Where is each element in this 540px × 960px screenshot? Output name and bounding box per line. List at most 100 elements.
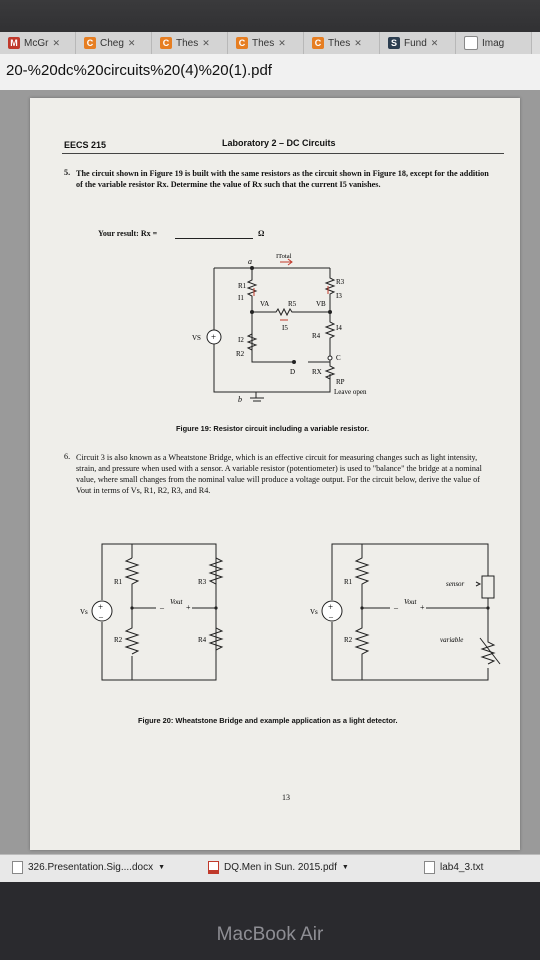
download-filename: lab4_3.txt <box>440 862 484 873</box>
r4-label: R4 <box>312 332 321 340</box>
vb-label: VB <box>316 300 326 308</box>
question-6-text: Circuit 3 is also known as a Wheatstone … <box>76 453 482 495</box>
download-filename: DQ.Men in Sun. 2015.pdf <box>224 862 337 873</box>
vout-plus: + <box>186 603 191 612</box>
r1-r2-zigzag <box>354 544 370 680</box>
vout-minus: – <box>159 603 165 612</box>
r5-label: R5 <box>288 300 297 308</box>
figure-19-caption: Figure 19: Resistor circuit including a … <box>176 424 370 433</box>
r1-label: R1 <box>114 578 123 586</box>
vout-plus: + <box>420 603 425 612</box>
figure-20-wheatstone-bridge: + – R1 R2 R3 R4 – Vout + Vs <box>80 543 224 681</box>
leave-open-label: Leave open <box>334 388 367 396</box>
i2-label: I2 <box>238 336 244 344</box>
right-bridge-top-wire <box>331 543 489 600</box>
svg-text:–: – <box>328 612 334 621</box>
download-item[interactable]: 326.Presentation.Sig....docx ▼ <box>12 861 165 874</box>
document-icon <box>12 861 23 874</box>
figure-20-light-detector: + – R1 R2 sensor variable – Vout + Vs <box>310 543 501 681</box>
result-label: Your result: Rx = <box>98 229 158 238</box>
download-item[interactable]: DQ.Men in Sun. 2015.pdf ▼ <box>208 861 349 874</box>
document-favicon-icon <box>464 36 478 50</box>
r2-zigzag <box>246 333 258 351</box>
rx-rp-path <box>324 362 336 390</box>
tab-label: Thes <box>176 37 199 49</box>
download-item[interactable]: lab4_3.txt <box>424 861 483 874</box>
figure-20-caption: Figure 20: Wheatstone Bridge and example… <box>138 716 398 725</box>
voltage-source-icon <box>91 600 113 622</box>
url-text[interactable]: 20-%20dc%20circuits%20(4)%20(1).pdf <box>6 62 272 79</box>
r4-label: R4 <box>198 636 207 644</box>
chevron-down-icon[interactable]: ▼ <box>341 864 349 871</box>
chegg-favicon-icon: C <box>236 37 248 49</box>
chegg-favicon-icon: C <box>84 37 96 49</box>
left-bridge-outer-wire <box>101 543 217 681</box>
course-code: EECS 215 <box>64 140 107 150</box>
download-filename: 326.Presentation.Sig....docx <box>28 862 154 873</box>
vs-label: Vs <box>80 608 88 616</box>
voltage-source-icon <box>206 329 222 345</box>
chegg-favicon-icon: C <box>312 37 324 49</box>
close-icon[interactable]: ✕ <box>278 37 286 48</box>
d-label: D <box>290 368 295 376</box>
svg-text:+: + <box>98 602 103 612</box>
variable-label: variable <box>440 636 463 644</box>
tab-label: Cheg <box>100 37 124 49</box>
r3-r4-zigzag <box>208 557 224 680</box>
tab-label: Thes <box>252 37 275 49</box>
close-icon[interactable]: ✕ <box>52 37 60 48</box>
s-favicon-icon: S <box>388 37 400 49</box>
address-bar[interactable]: 20-%20dc%20circuits%20(4)%20(1).pdf <box>0 54 540 91</box>
close-icon[interactable]: ✕ <box>354 37 362 48</box>
vout-label: Vout <box>170 598 184 606</box>
r1-r2-branch <box>246 268 294 363</box>
r1-label: R1 <box>344 578 353 586</box>
result-blank[interactable] <box>175 238 253 239</box>
tab-cheg[interactable]: C Cheg✕ <box>76 32 152 54</box>
pdf-page <box>30 98 520 850</box>
pdf-icon <box>208 861 219 874</box>
figure-19-circuit: + a ITotal R1 I1 VA R5 VB R3 I3 I5 I4 R4… <box>192 253 367 404</box>
svg-text:+: + <box>211 332 216 342</box>
tab-label: Imag <box>482 37 505 49</box>
tab-imag[interactable]: Imag <box>456 32 532 54</box>
svg-text:+: + <box>328 602 333 612</box>
r5-bridge <box>252 307 330 317</box>
close-icon[interactable]: ✕ <box>430 37 439 48</box>
laptop-bezel <box>0 882 540 960</box>
va-label: VA <box>260 300 269 308</box>
chevron-down-icon[interactable]: ▼ <box>158 864 166 871</box>
right-bridge-bottom-wire <box>331 622 489 681</box>
r3-label: R3 <box>198 578 207 586</box>
downloads-bar: 326.Presentation.Sig....docx ▼ DQ.Men in… <box>0 854 540 883</box>
vs-label: Vs <box>310 608 318 616</box>
vout-minus: – <box>393 603 399 612</box>
vs-label: VS <box>192 334 201 342</box>
question-5-number: 5. <box>64 168 71 177</box>
r1-r2-zigzag <box>124 557 140 655</box>
svg-text:–: – <box>98 612 104 621</box>
vout-label: Vout <box>404 598 418 606</box>
itotal-label: ITotal <box>276 253 292 260</box>
close-icon[interactable]: ✕ <box>127 37 136 48</box>
result-unit: Ω <box>258 229 265 238</box>
i5-label: I5 <box>282 324 288 332</box>
i3-label: I3 <box>336 292 342 300</box>
r1-label: R1 <box>238 282 247 290</box>
tab-label: McGr <box>24 37 49 49</box>
sensor-label: sensor <box>446 580 465 588</box>
question-6-number: 6. <box>64 452 71 461</box>
variable-resistor-icon <box>480 598 496 665</box>
rp-label: RP <box>336 378 345 386</box>
document-icon <box>424 861 435 874</box>
close-icon[interactable]: ✕ <box>202 37 210 48</box>
tab-thes-2[interactable]: C Thes✕ <box>228 32 304 54</box>
r3-label: R3 <box>336 278 345 286</box>
r2-label: R2 <box>114 636 123 644</box>
page-number: 13 <box>282 793 290 802</box>
